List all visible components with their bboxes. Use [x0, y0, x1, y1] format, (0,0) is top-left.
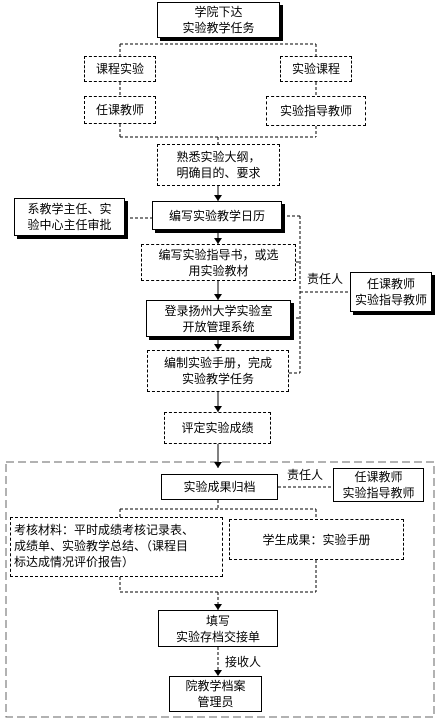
compile-manual-box: 编制实验手册，完成 实验教学任务: [147, 350, 289, 392]
write-guide-box: 编写实验指导书，或选 用实验教材: [141, 244, 296, 281]
receiver-label: 接收人: [224, 655, 263, 669]
fill-form-box: 填写 实验存档交接单: [158, 610, 278, 647]
approval-box: 系教学主任、实 验中心主任审批: [14, 198, 125, 236]
course-teacher-box: 任课教师: [84, 96, 156, 124]
experiment-course-box: 实验课程: [280, 56, 352, 82]
assessment-materials-box: 考核材料：平时成绩考核记录表、 成绩单、实验教学总结、（课程目 标达成情况评价报…: [10, 517, 223, 577]
lab-instructor-box: 实验指导教师: [266, 96, 366, 126]
responsible-person-label-1: 责任人: [306, 272, 345, 286]
familiarize-syllabus-box: 熟悉实验大纲， 明确目的、要求: [157, 144, 280, 186]
course-experiment-box: 课程实验: [84, 56, 156, 82]
student-results-box: 学生成果：实验手册: [229, 519, 404, 560]
login-system-box: 登录扬州大学实验室 开放管理系统: [146, 300, 291, 337]
college-task-box: 学院下达 实验教学任务: [157, 2, 280, 38]
evaluate-grades-box: 评定实验成绩: [164, 412, 271, 444]
responsible-teachers-box-1: 任课教师 实验指导教师: [350, 272, 432, 312]
archivist-box: 院教学档案 管理员: [169, 676, 262, 712]
archive-box: 实验成果归档: [161, 474, 278, 500]
write-calendar-box: 编写实验教学日历: [152, 201, 282, 230]
responsible-teachers-box-2: 任课教师 实验指导教师: [333, 468, 424, 502]
responsible-person-label-2: 责任人: [286, 468, 325, 482]
